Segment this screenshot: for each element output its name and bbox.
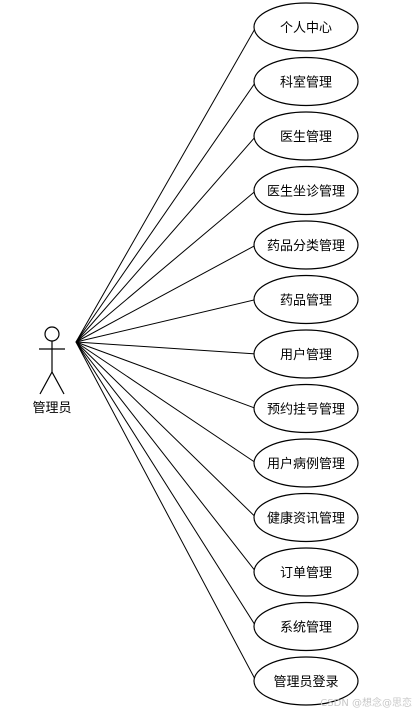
- use-case-label: 用户病例管理: [267, 456, 345, 472]
- association-line: [75, 135, 257, 343]
- association-line: [75, 244, 257, 343]
- use-case-ellipse: [253, 2, 359, 52]
- use-case-label: 药品管理: [280, 294, 332, 309]
- use-case-ellipse: [253, 220, 359, 270]
- use-case: 用户病例管理: [253, 438, 359, 488]
- association-line: [75, 299, 257, 343]
- use-case: 管理员登录: [253, 656, 359, 706]
- use-case-ellipse: [253, 165, 359, 216]
- use-case-ellipse: [253, 601, 359, 652]
- use-case: 预约挂号管理: [253, 383, 359, 434]
- association-line: [75, 341, 257, 409]
- use-case: 系统管理: [253, 601, 359, 652]
- use-case-label: 医生管理: [280, 130, 332, 145]
- use-case-ellipse: [253, 274, 359, 325]
- actor-head: [44, 326, 60, 342]
- use-case-label: 医生坐诊管理: [267, 185, 345, 200]
- use-case-ellipse: [253, 383, 359, 434]
- association-line: [75, 341, 257, 355]
- use-case: 用户管理: [253, 329, 359, 379]
- use-case-label: 管理员登录: [273, 675, 338, 690]
- use-case: 药品管理: [253, 274, 359, 325]
- use-case-ellipse: [253, 547, 359, 597]
- use-case-label: 健康资讯管理: [267, 511, 345, 527]
- association-lines: [75, 26, 257, 682]
- actor-left-leg: [39, 371, 53, 395]
- association-line: [75, 341, 257, 682]
- use-case-label: 药品分类管理: [267, 239, 345, 254]
- association-line: [75, 81, 257, 343]
- actor-label: 管理员: [32, 401, 71, 416]
- association-line: [75, 341, 257, 573]
- use-case: 健康资讯管理: [253, 492, 359, 543]
- use-case: 医生管理: [253, 111, 359, 161]
- use-case: 科室管理: [253, 56, 359, 107]
- use-case: 药品分类管理: [253, 220, 359, 270]
- use-case-ellipse: [253, 329, 359, 379]
- association-line: [75, 26, 257, 343]
- use-case: 医生坐诊管理: [253, 165, 359, 216]
- use-case-label: 个人中心: [280, 21, 332, 36]
- association-line: [75, 341, 257, 627]
- use-case-list: 个人中心科室管理医生管理医生坐诊管理药品分类管理药品管理用户管理预约挂号管理用户…: [253, 2, 359, 706]
- use-case-label: 预约挂号管理: [267, 403, 345, 418]
- use-case: 个人中心: [253, 2, 359, 52]
- watermark: CSDN @想念@思恋: [320, 696, 412, 709]
- use-case-ellipse: [253, 438, 359, 488]
- use-case: 订单管理: [253, 547, 359, 597]
- use-case-ellipse: [253, 656, 359, 706]
- actor-right-leg: [51, 371, 65, 395]
- use-case-ellipse: [253, 56, 359, 107]
- association-line: [75, 341, 257, 464]
- use-case-label: 订单管理: [280, 566, 332, 581]
- association-line: [75, 341, 257, 518]
- actor: 管理员: [32, 326, 72, 416]
- use-case-ellipse: [253, 111, 359, 161]
- use-case-label: 科室管理: [280, 75, 332, 91]
- association-line: [75, 190, 257, 343]
- use-case-label: 系统管理: [280, 621, 332, 636]
- use-case-ellipse: [253, 492, 359, 543]
- use-case-label: 用户管理: [280, 347, 332, 363]
